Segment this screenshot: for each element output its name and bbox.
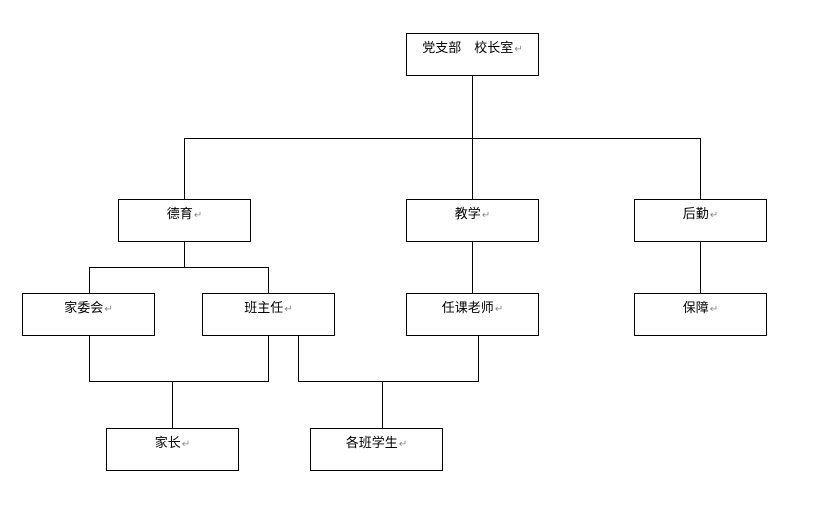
connector-to-jiaweihui	[89, 267, 90, 294]
connector-banzhuren-left-down	[268, 334, 269, 382]
connector-to-jiaoxue	[472, 138, 473, 200]
node-jiaweihui-label: 家委会	[64, 301, 104, 316]
node-jiazhang: 家长↵	[106, 428, 239, 471]
connector-banzhuren-right-down	[298, 334, 299, 382]
return-mark-icon: ↵	[104, 304, 113, 315]
return-mark-icon: ↵	[193, 210, 203, 221]
return-mark-icon: ↵	[709, 210, 719, 221]
node-jiaoxue: 教学↵	[406, 199, 539, 242]
node-jiazhang-label: 家长	[154, 436, 181, 451]
node-houqin-label: 后勤	[682, 207, 709, 222]
node-banzhuren: 班主任↵	[202, 293, 335, 336]
connector-deyu-horizontal	[89, 267, 269, 268]
return-mark-icon: ↵	[284, 304, 293, 315]
node-banzhuren-label: 班主任	[244, 301, 284, 316]
node-jiaoxue-label: 教学	[454, 207, 481, 222]
node-renke: 任课老师↵	[406, 293, 539, 336]
node-deyu-label: 德育	[166, 207, 193, 222]
node-top-label: 党支部 校长室	[422, 41, 514, 56]
connector-deyu-down	[184, 241, 185, 268]
connector-to-xuesheng	[382, 381, 383, 429]
connector-to-deyu	[184, 138, 185, 200]
connector-to-houqin	[700, 138, 701, 200]
return-mark-icon: ↵	[481, 210, 491, 221]
connector-jiaoxue-renke	[472, 241, 473, 294]
node-top: 党支部 校长室↵	[406, 33, 539, 76]
return-mark-icon: ↵	[181, 439, 191, 450]
node-houqin: 后勤↵	[634, 199, 767, 242]
connector-renke-down	[478, 334, 479, 382]
connector-students-horizontal	[298, 381, 479, 382]
node-baozhang-label: 保障	[682, 301, 709, 316]
return-mark-icon: ↵	[494, 304, 504, 315]
node-deyu: 德育↵	[118, 199, 251, 242]
connector-to-jiazhang	[172, 381, 173, 429]
return-mark-icon: ↵	[514, 44, 523, 55]
node-xuesheng-label: 各班学生	[345, 436, 398, 451]
node-xuesheng: 各班学生↵	[310, 428, 443, 471]
connector-top-horizontal	[184, 138, 701, 139]
node-baozhang: 保障↵	[634, 293, 767, 336]
node-jiaweihui: 家委会↵	[22, 293, 155, 336]
connector-houqin-baozhang	[700, 241, 701, 294]
return-mark-icon: ↵	[398, 439, 408, 450]
connector-jiaweihui-down	[89, 334, 90, 382]
connector-top-down	[472, 74, 473, 139]
connector-to-banzhuren	[268, 267, 269, 294]
node-renke-label: 任课老师	[441, 301, 494, 316]
return-mark-icon: ↵	[709, 304, 719, 315]
connector-parents-horizontal	[89, 381, 269, 382]
